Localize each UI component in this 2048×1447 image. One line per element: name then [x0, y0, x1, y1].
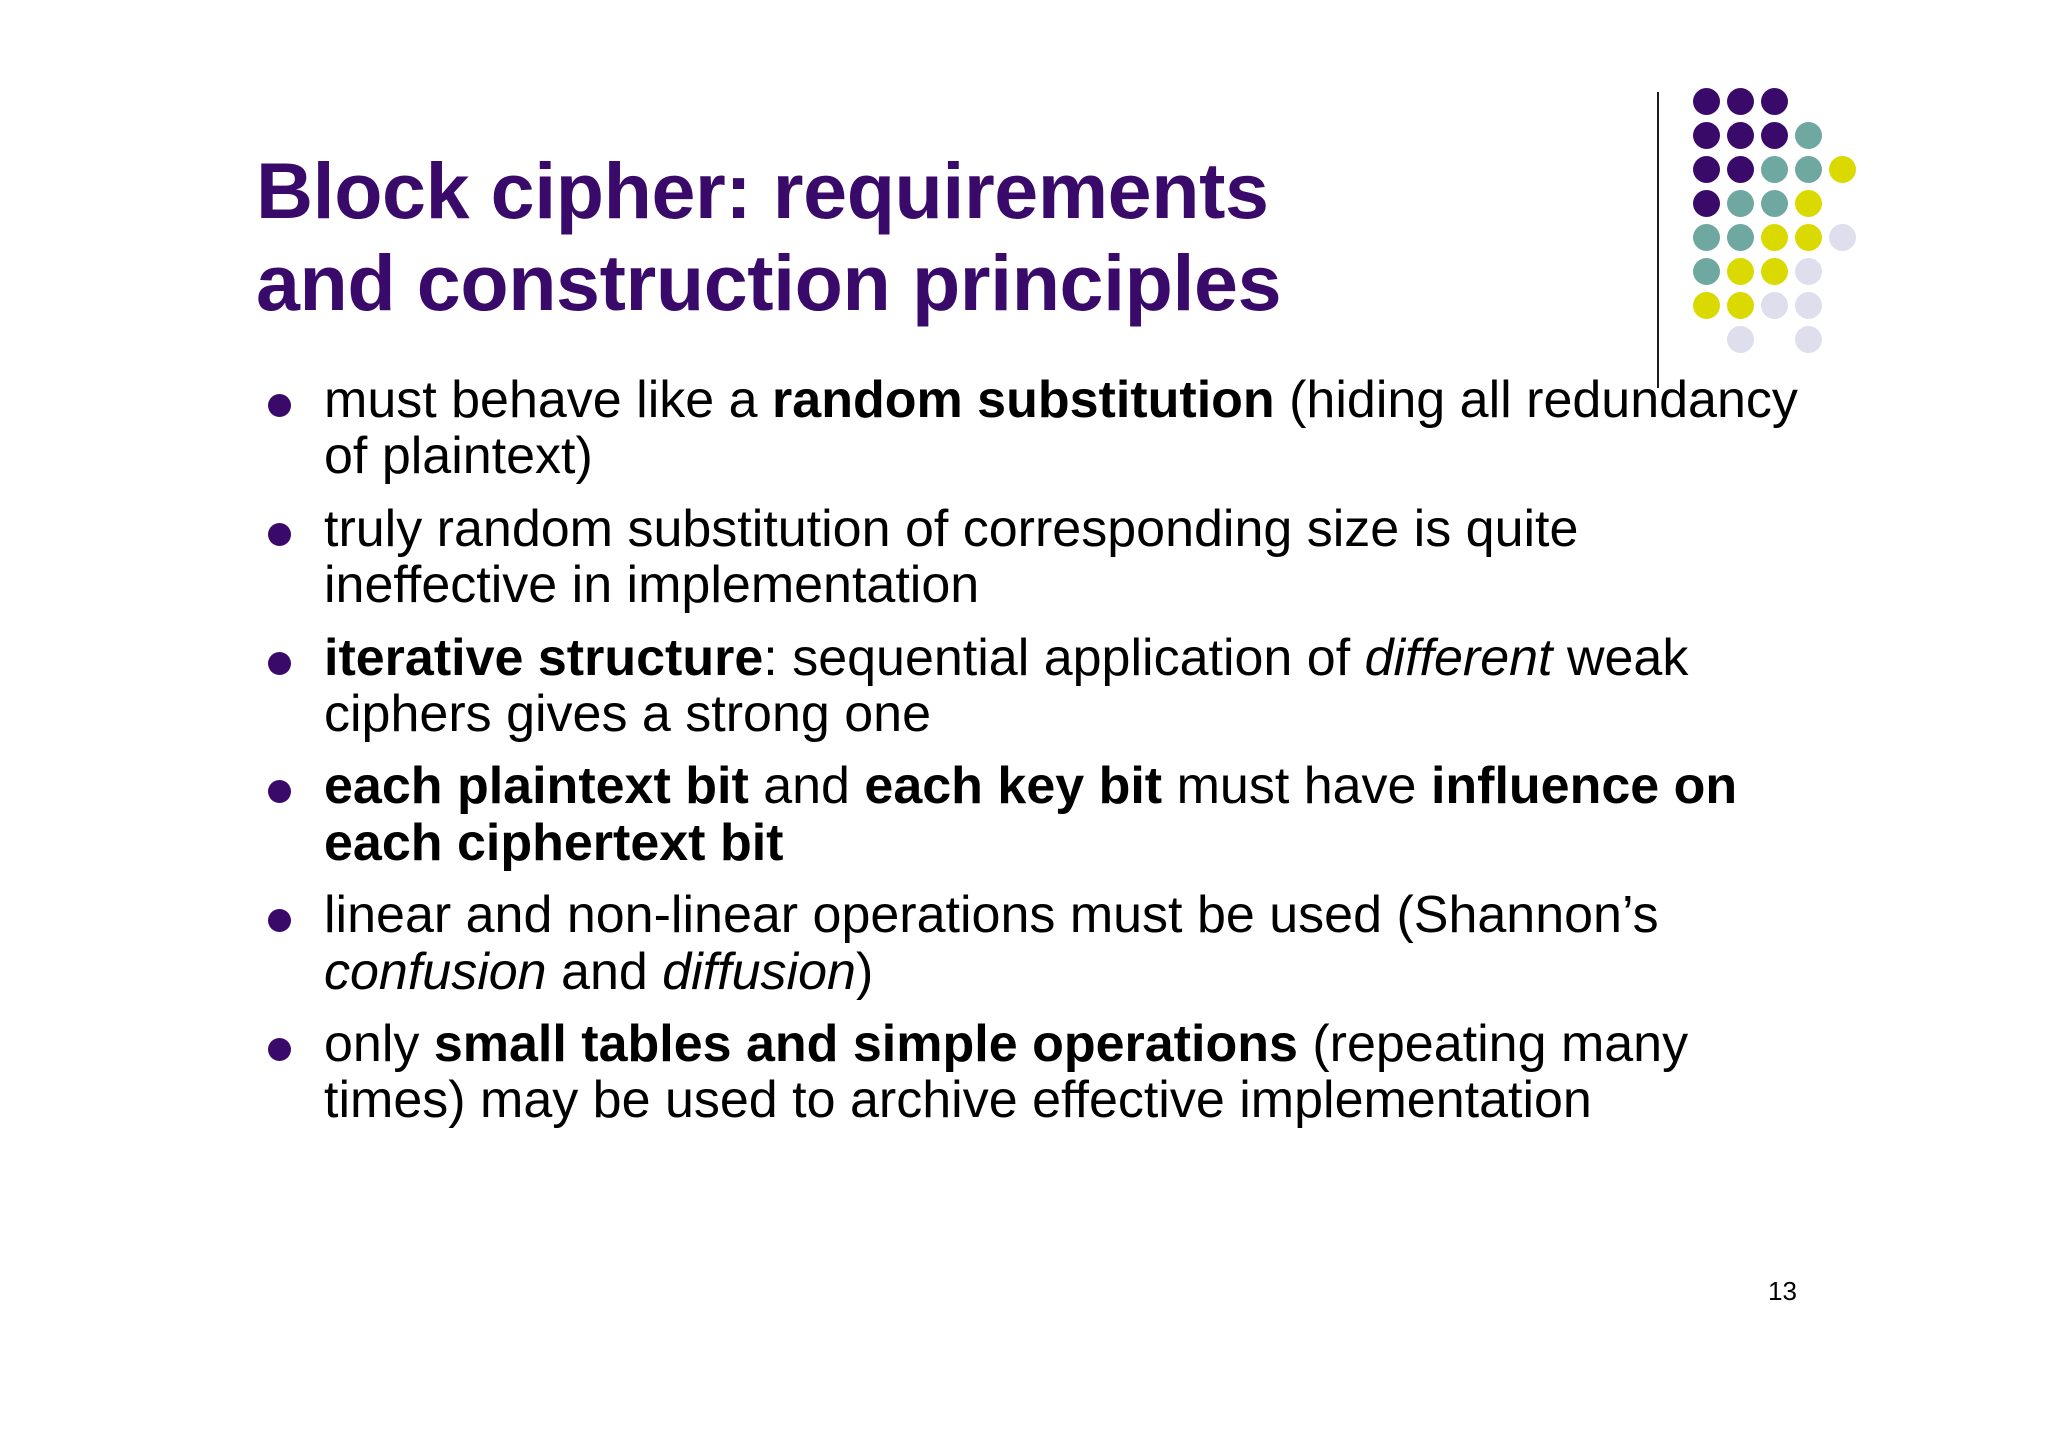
text-run: confusion: [324, 942, 547, 1001]
text-run: different: [1364, 628, 1553, 687]
dot-blank-icon: [1693, 326, 1720, 353]
bullet-marker-icon: [268, 522, 291, 546]
dot-lavender-icon: [1761, 292, 1788, 319]
bullet-text: only small tables and simple operations …: [324, 1016, 1816, 1129]
dot-purple-icon: [1727, 156, 1754, 183]
bullet-marker-icon: [268, 1038, 291, 1062]
dot-teal-icon: [1693, 258, 1720, 285]
dot-teal-icon: [1795, 122, 1822, 149]
dot-teal-icon: [1761, 156, 1788, 183]
dot-grid-decoration: [1657, 88, 1923, 388]
text-run: diffusion: [662, 942, 856, 1001]
text-run: (repeating many times) may be used to ar…: [324, 1015, 1689, 1130]
text-run: (hiding all redundancy of plaintext): [324, 371, 1798, 486]
bullet-text: truly random substitution of correspondi…: [324, 501, 1816, 614]
dot-yellow-icon: [1761, 258, 1788, 285]
bullet-linear-nonlinear: linear and non-linear operations must be…: [256, 887, 1816, 1000]
text-run: : sequential application of: [763, 628, 1365, 687]
bullet-marker-icon: [268, 651, 291, 675]
dot-grid-row: [1693, 88, 1795, 121]
dot-yellow-icon: [1727, 292, 1754, 319]
dot-yellow-icon: [1829, 156, 1856, 183]
dot-grid-row: [1693, 122, 1829, 155]
text-run: and: [546, 942, 663, 1001]
dot-grid-row: [1693, 326, 1829, 359]
dot-grid-row: [1693, 190, 1829, 223]
text-run: weak ciphers gives a strong one: [324, 628, 1689, 744]
bullet-iterative-structure: iterative structure: sequential applicat…: [256, 628, 1816, 744]
bullet-random-substitution: must behave like a random substitution (…: [256, 372, 1816, 485]
dot-grid-row: [1693, 224, 1863, 257]
dot-yellow-icon: [1693, 292, 1720, 319]
dot-yellow-icon: [1761, 224, 1788, 251]
text-run: influence on each ciphertext bit: [324, 757, 1738, 872]
dot-purple-icon: [1727, 88, 1754, 115]
dot-teal-icon: [1761, 190, 1788, 217]
bullet-text: linear and non-linear operations must be…: [324, 887, 1816, 1000]
dot-yellow-icon: [1795, 224, 1822, 251]
page-title-line-2: and construction principles: [256, 237, 1282, 327]
text-run: ): [855, 942, 874, 1001]
text-run: and: [748, 757, 865, 816]
dot-yellow-icon: [1795, 190, 1822, 217]
vertical-divider-line: [1657, 92, 1659, 388]
dot-yellow-icon: [1727, 258, 1754, 285]
text-run: must have: [1162, 757, 1431, 816]
bullet-text: iterative structure: sequential applicat…: [324, 628, 1816, 744]
page-title: Block cipher: requirements and construct…: [256, 145, 1556, 328]
dot-lavender-icon: [1829, 224, 1856, 251]
text-run: each key bit: [864, 757, 1163, 816]
dot-grid-row: [1693, 258, 1829, 291]
dot-purple-icon: [1693, 122, 1720, 149]
dot-teal-icon: [1693, 224, 1720, 251]
dot-lavender-icon: [1727, 326, 1754, 353]
dot-lavender-icon: [1795, 292, 1822, 319]
bullet-truly-random: truly random substitution of correspondi…: [256, 501, 1816, 614]
dot-purple-icon: [1761, 122, 1788, 149]
dot-lavender-icon: [1795, 326, 1822, 353]
text-run: each plaintext bit: [324, 757, 749, 816]
page-title-line-1: Block cipher: requirements: [256, 145, 1269, 235]
dot-blank-icon: [1761, 326, 1788, 353]
text-run: only: [324, 1015, 434, 1074]
bullet-small-tables: only small tables and simple operations …: [256, 1016, 1816, 1129]
dot-purple-icon: [1761, 88, 1788, 115]
text-run: small tables and simple operations: [433, 1015, 1298, 1074]
bullet-text: must behave like a random substitution (…: [324, 372, 1816, 485]
bullet-influence: each plaintext bit and each key bit must…: [256, 758, 1816, 871]
dot-grid-row: [1693, 156, 1863, 189]
page-number: 13: [1768, 1276, 1797, 1306]
text-run: random substitution: [772, 371, 1275, 429]
bullet-marker-icon: [268, 394, 291, 417]
dot-purple-icon: [1693, 156, 1720, 183]
text-run: must behave like a: [324, 371, 773, 429]
bullet-list: must behave like a random substitution (…: [256, 372, 1816, 1145]
text-run: linear and non-linear operations must be…: [324, 886, 1659, 945]
dot-grid-row: [1693, 292, 1829, 325]
text-run: truly random substitution of correspondi…: [324, 499, 1579, 615]
dot-teal-icon: [1795, 156, 1822, 183]
dot-purple-icon: [1693, 88, 1720, 115]
bullet-marker-icon: [268, 909, 291, 933]
dot-teal-icon: [1727, 224, 1754, 251]
dot-purple-icon: [1727, 122, 1754, 149]
bullet-text: each plaintext bit and each key bit must…: [324, 758, 1816, 871]
bullet-marker-icon: [268, 780, 291, 804]
dot-lavender-icon: [1795, 258, 1822, 285]
dot-purple-icon: [1693, 190, 1720, 217]
text-run: iterative structure: [324, 628, 764, 687]
dot-teal-icon: [1727, 190, 1754, 217]
